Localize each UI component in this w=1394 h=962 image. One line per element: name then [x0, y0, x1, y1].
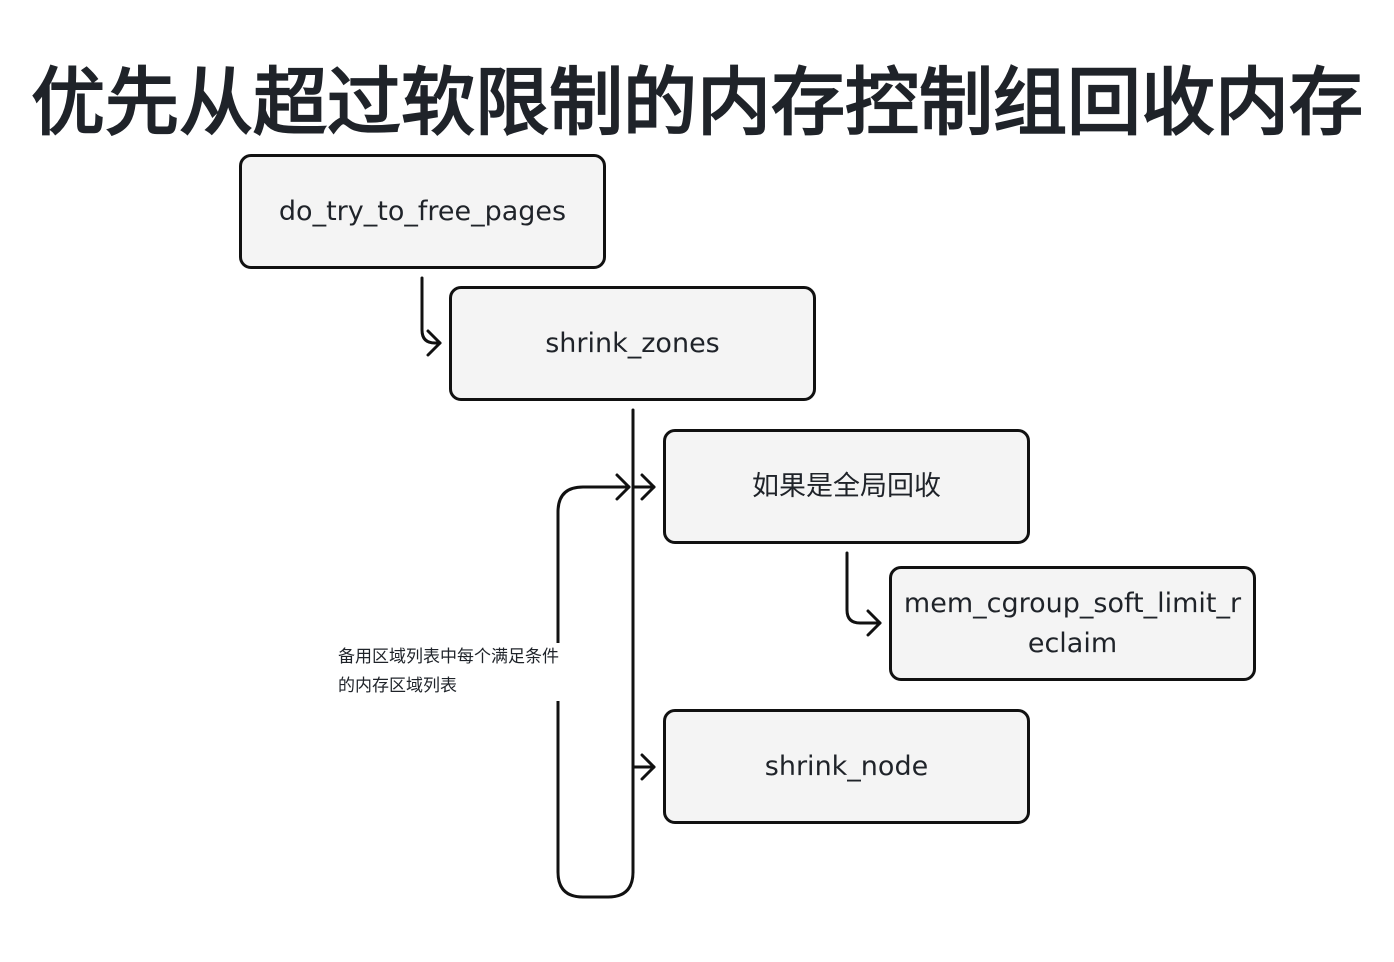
diagram-title: 优先从超过软限制的内存控制组回收内存 — [31, 60, 1363, 146]
edge-global-reclaim-to-soft-limit — [845, 551, 882, 625]
edge-free-pages-to-shrink-zones — [420, 276, 442, 345]
arrowhead-global-reclaim — [640, 473, 656, 501]
node-shrink-node: shrink_node — [663, 709, 1030, 824]
edge-loop-back — [556, 485, 635, 899]
arrowhead-shrink-zones — [426, 329, 442, 357]
arrowhead-soft-limit — [866, 609, 882, 637]
loop-label: 备用区域列表中每个满足条件的内存区域列表 — [338, 643, 560, 701]
node-mem-cgroup-soft-limit-reclaim: mem_cgroup_soft_limit_reclaim — [889, 566, 1256, 681]
node-shrink-zones: shrink_zones — [449, 286, 816, 401]
node-do-try-to-free-pages: do_try_to_free_pages — [239, 154, 606, 269]
arrowhead-shrink-node — [640, 753, 656, 781]
arrowhead-loop — [615, 473, 631, 501]
node-global-reclaim: 如果是全局回收 — [663, 429, 1030, 544]
